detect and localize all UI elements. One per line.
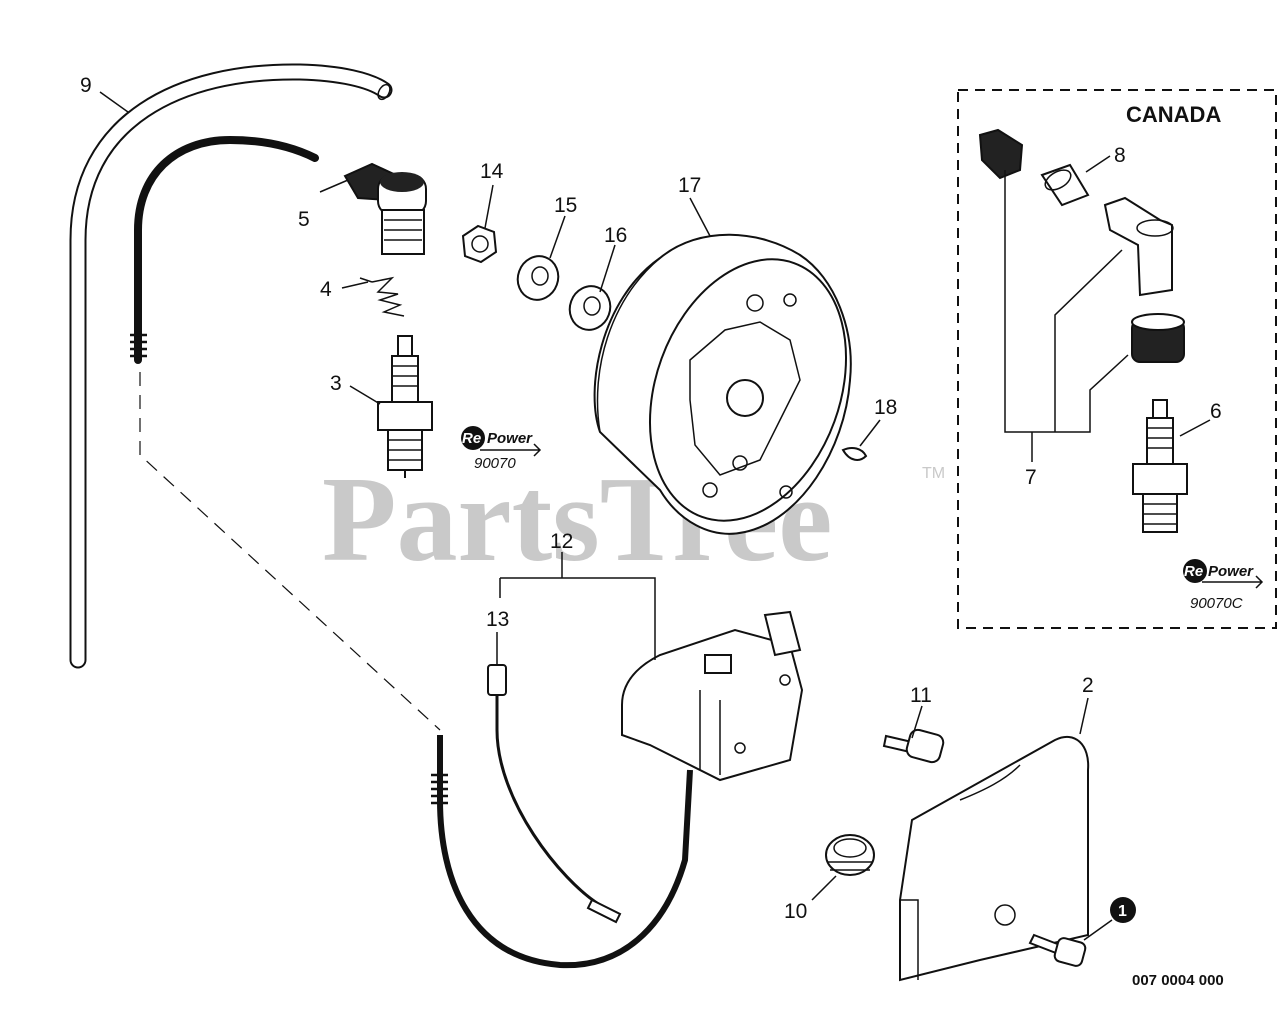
repower-prefix: Re [1184,563,1203,580]
drawing-number: 007 0004 000 [1132,972,1224,989]
part-13-ground-wire[interactable] [487,664,622,924]
canada-boot-elbow[interactable] [1103,196,1174,297]
repower-part-number: 90070C [1190,595,1243,612]
callout-10: 10 [784,900,807,923]
repower-prefix: Re [462,430,481,447]
canada-boot-cap[interactable] [978,128,1024,180]
callout-11: 11 [910,684,932,707]
note-marker-text: 1 [1118,903,1127,920]
callout-4: 4 [320,278,332,301]
repower-logo-90070: Re Power 90070 [461,426,542,472]
watermark-trademark: TM [922,465,945,482]
part-16-washer[interactable] [564,280,617,335]
callouts: 9 5 4 3 14 15 16 17 18 12 13 11 2 10 8 6… [80,74,1222,923]
canada-inset: CANADA Re Power 90070 [957,89,1277,629]
callout-6: 6 [1210,400,1222,423]
part-3-spark-plug[interactable] [377,335,433,478]
callout-17: 17 [678,174,701,197]
part-18-key[interactable] [841,447,868,461]
part-15-washer[interactable] [512,250,565,305]
leader-lines [99,91,1211,941]
part-4-spring[interactable] [359,276,405,317]
canada-boot-sleeve[interactable] [1131,313,1185,363]
part-11-screw[interactable] [882,728,945,764]
callout-9: 9 [80,74,92,97]
part-12-ignition-module[interactable] [621,610,804,782]
callout-7: 7 [1025,466,1037,489]
repower-part-number: 90070 [474,455,516,472]
canada-title: CANADA [1126,102,1221,127]
part-5-spark-plug-boot[interactable] [343,162,427,255]
callout-3: 3 [330,372,342,395]
part-6-spark-plug[interactable] [1132,399,1188,533]
part-10-grommet[interactable] [825,834,875,876]
callout-16: 16 [604,224,627,247]
ignition-wire [130,135,693,969]
part-14-nut[interactable] [461,224,498,264]
repower-suffix: Power [487,430,533,447]
watermark: PartsTree TM [322,452,945,587]
note-1-screw[interactable] [1028,933,1087,967]
part-2-cover[interactable] [899,735,1090,982]
repower-suffix: Power [1208,563,1254,580]
callout-14: 14 [480,160,504,183]
callout-13: 13 [486,608,509,631]
repower-logo-90070c: Re Power 90070C [1183,559,1264,612]
callout-18: 18 [874,396,897,419]
callout-8: 8 [1114,144,1126,167]
part-17-flywheel[interactable] [593,232,881,549]
callout-2: 2 [1082,674,1094,697]
part-8-terminal[interactable] [1040,163,1090,207]
part-9-fuel-line[interactable] [69,63,393,669]
callout-5: 5 [298,208,310,231]
note-marker-1: 1 [1110,897,1136,923]
callout-15: 15 [554,194,577,217]
callout-12: 12 [550,530,573,553]
